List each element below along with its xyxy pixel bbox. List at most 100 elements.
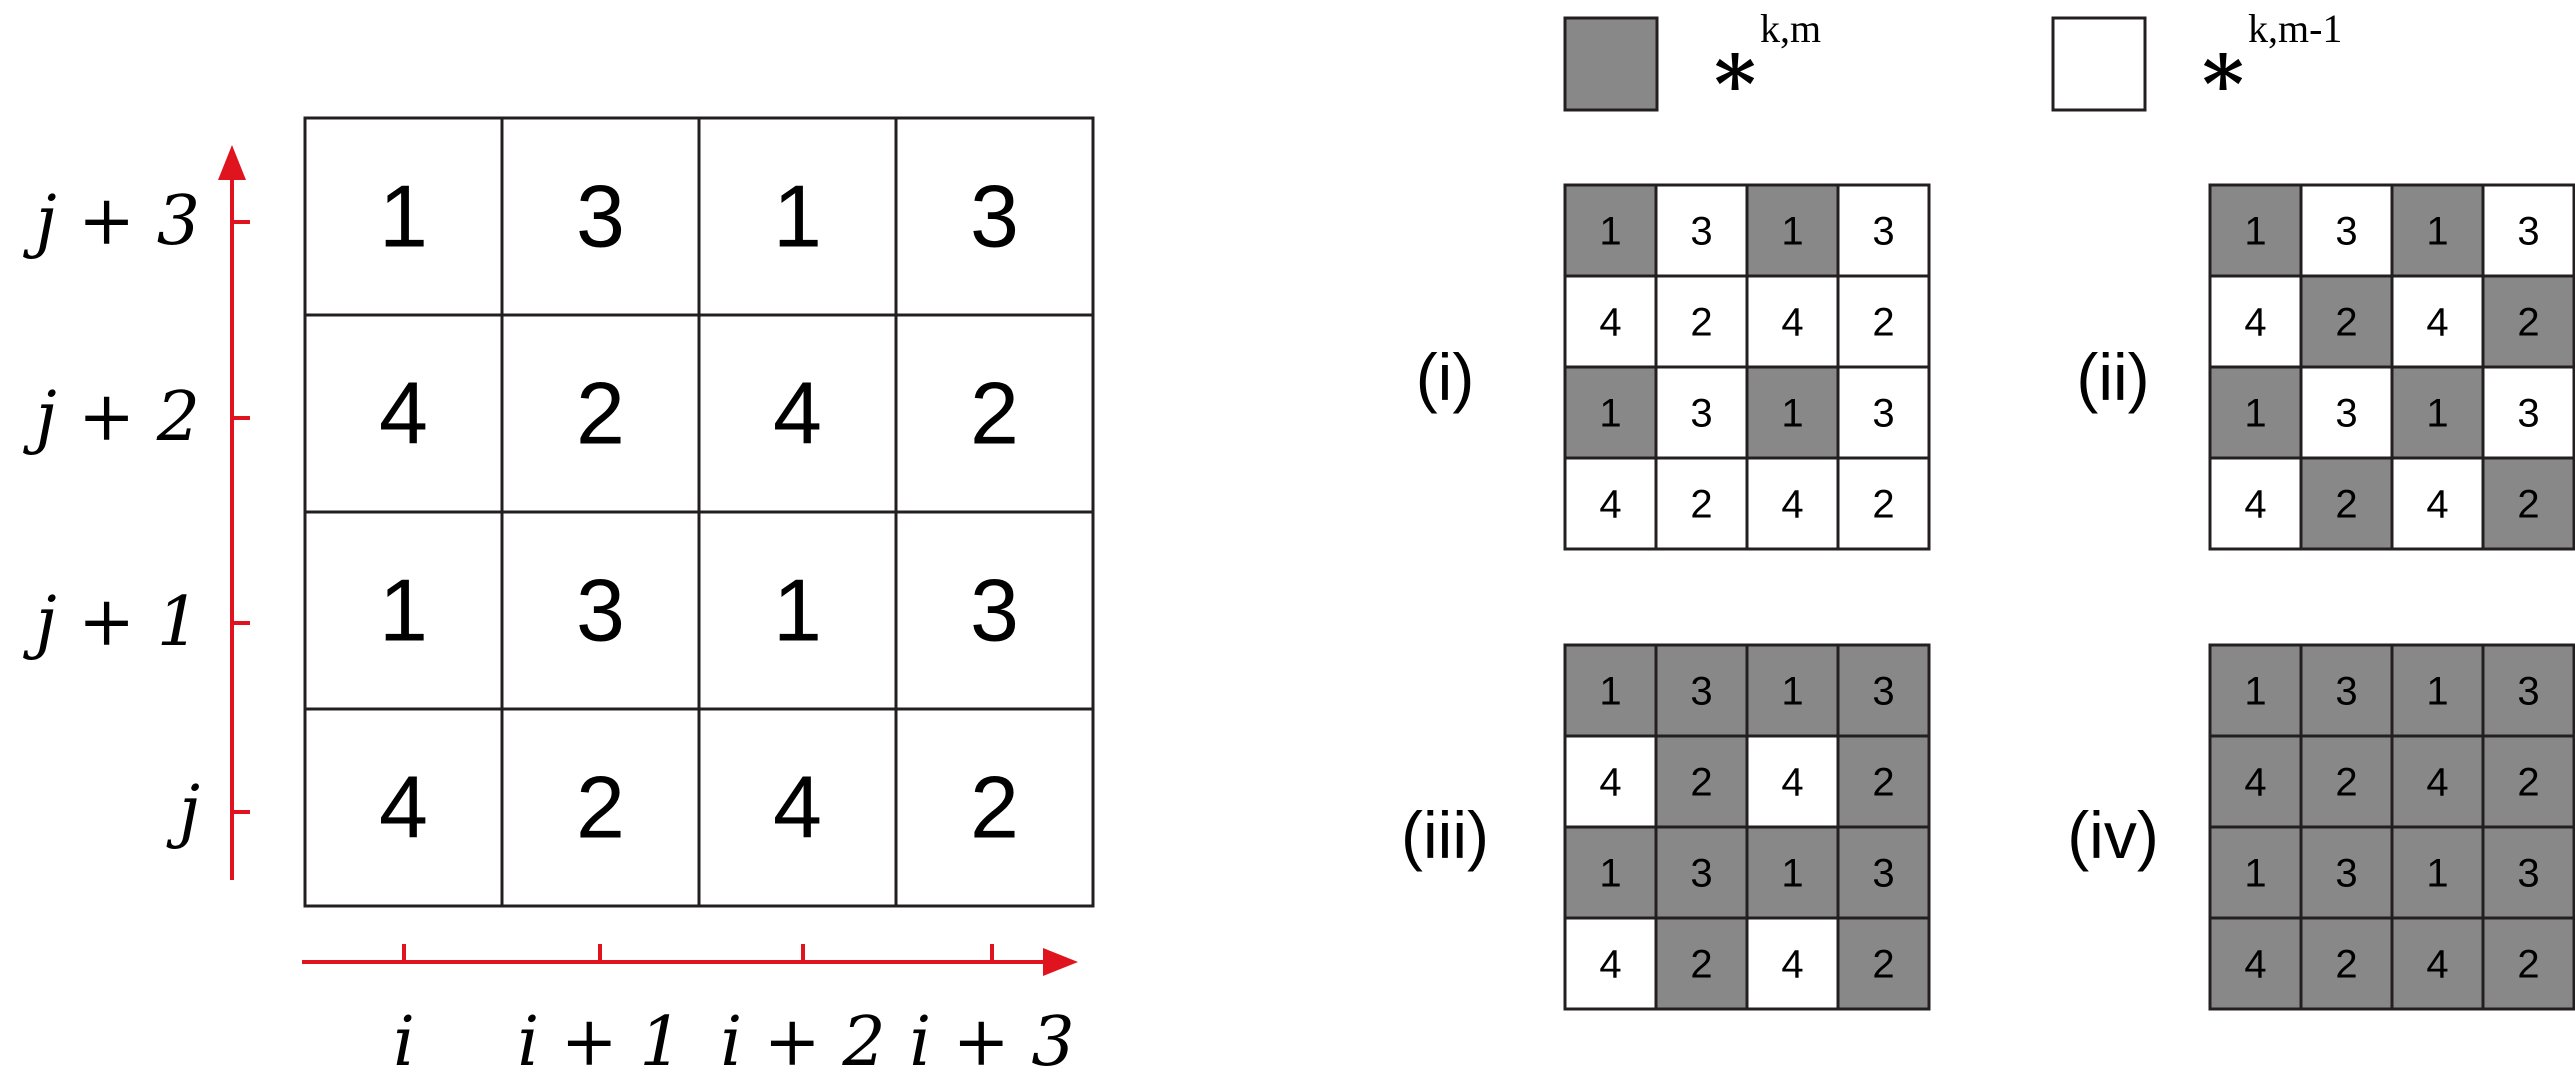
pattern-cell-number: 3 [1690, 670, 1712, 714]
pattern-cell-number: 4 [2426, 761, 2448, 805]
pattern-cell-number: 2 [2335, 483, 2357, 527]
main-grid-cell-number: 3 [970, 561, 1019, 660]
pattern-cell [2299, 825, 2394, 920]
pattern-cell-number: 2 [2517, 483, 2539, 527]
pattern-cell [1745, 274, 1840, 369]
pattern-cell [1745, 825, 1840, 920]
pattern-cell-number: 3 [2517, 670, 2539, 714]
y-axis-arrowhead [218, 145, 246, 180]
main-grid-cell-number: 1 [773, 561, 822, 660]
pattern-cell-number: 4 [2244, 943, 2266, 987]
pattern-cell [2481, 365, 2575, 460]
main-grid-cell-number: 4 [773, 364, 822, 463]
pattern-cell-number: 1 [1599, 670, 1621, 714]
main-grid-cell-number: 3 [576, 167, 625, 266]
pattern-cell-number: 2 [2517, 301, 2539, 345]
pattern-cell-number: 4 [1599, 483, 1621, 527]
pattern-cell-number: 1 [1599, 392, 1621, 436]
pattern-cell-number: 2 [1690, 943, 1712, 987]
pattern-cell [2299, 365, 2394, 460]
x-axis-arrowhead [1043, 948, 1078, 976]
pattern-cell-number: 1 [2426, 852, 2448, 896]
pattern-cell-number: 4 [1599, 943, 1621, 987]
pattern-cell [2481, 456, 2575, 551]
pattern-cell-number: 2 [1690, 483, 1712, 527]
pattern-cell-number: 4 [2426, 483, 2448, 527]
pattern-cell-number: 1 [1599, 852, 1621, 896]
pattern-cell [1563, 274, 1658, 369]
legend-swatch-white [2051, 16, 2147, 112]
main-grid-cell-number: 3 [576, 561, 625, 660]
pattern-cell-number: 2 [1872, 943, 1894, 987]
legend-superscript: k,m-1 [2248, 6, 2342, 51]
y-axis-label: j + 3 [22, 182, 200, 261]
main-grid-cell-number: 2 [970, 758, 1019, 857]
pattern-cell [2390, 365, 2485, 460]
pattern-cell-number: 3 [1690, 210, 1712, 254]
pattern-cell [1836, 916, 1931, 1011]
main-grid-cell [500, 116, 701, 317]
pattern-cell [2208, 916, 2303, 1011]
main-grid-cell [500, 510, 701, 711]
legend-asterisk: * [2202, 37, 2244, 131]
pattern-cell [2390, 734, 2485, 829]
main-grid-cell [894, 707, 1095, 908]
pattern-cell-number: 3 [2517, 392, 2539, 436]
main-grid-cell-number: 4 [379, 758, 428, 857]
pattern-cell-number: 4 [2426, 943, 2448, 987]
pattern-cell [2208, 456, 2303, 551]
pattern-cell [1836, 734, 1931, 829]
pattern-cell-number: 4 [2244, 483, 2266, 527]
pattern-cell-number: 3 [1872, 210, 1894, 254]
pattern-cell-number: 1 [2426, 670, 2448, 714]
legend-superscript: k,m [1760, 6, 1821, 51]
main-grid-cell [894, 116, 1095, 317]
x-axis-label: i [393, 1003, 415, 1082]
pattern-cell [1563, 456, 1658, 551]
pattern-cell [2481, 825, 2575, 920]
pattern-cell-number: 1 [1781, 852, 1803, 896]
pattern-cell [2299, 274, 2394, 369]
y-axis-label: j + 2 [22, 378, 200, 457]
main-grid-cell [500, 707, 701, 908]
pattern-cell [2390, 456, 2485, 551]
pattern-cell [2390, 643, 2485, 738]
pattern-cell [2299, 643, 2394, 738]
pattern-cell [2208, 825, 2303, 920]
pattern-cell-number: 4 [1781, 943, 1803, 987]
pattern-cell-number: 3 [1872, 670, 1894, 714]
y-axis-label: j + 1 [22, 583, 200, 662]
pattern-cell-number: 2 [2517, 761, 2539, 805]
pattern-cell [1563, 734, 1658, 829]
pattern-cell-number: 3 [1690, 392, 1712, 436]
x-axis-label: i + 1 [517, 1003, 682, 1082]
pattern-cell-number: 4 [1781, 301, 1803, 345]
pattern-cell [2481, 734, 2575, 829]
pattern-cell [1836, 365, 1931, 460]
pattern-cell-number: 4 [1781, 761, 1803, 805]
main-grid-cell [894, 313, 1095, 514]
pattern-cell [2299, 456, 2394, 551]
pattern-cell-number: 4 [2244, 761, 2266, 805]
pattern-cell [1836, 825, 1931, 920]
pattern-cell-number: 3 [2335, 852, 2357, 896]
pattern-cell-number: 2 [1872, 483, 1894, 527]
x-axis-label: i + 3 [909, 1003, 1074, 1082]
pattern-cell-number: 1 [2244, 392, 2266, 436]
main-grid-cell-number: 4 [773, 758, 822, 857]
pattern-cell-number: 3 [1872, 392, 1894, 436]
main-grid-cell [500, 313, 701, 514]
main-grid-cell [697, 116, 898, 317]
pattern-label: (i) [1416, 340, 1475, 414]
legend-swatch-gray [1563, 16, 1659, 112]
pattern-cell-number: 1 [1781, 392, 1803, 436]
pattern-cell [2481, 274, 2575, 369]
pattern-cell-number: 2 [1872, 761, 1894, 805]
